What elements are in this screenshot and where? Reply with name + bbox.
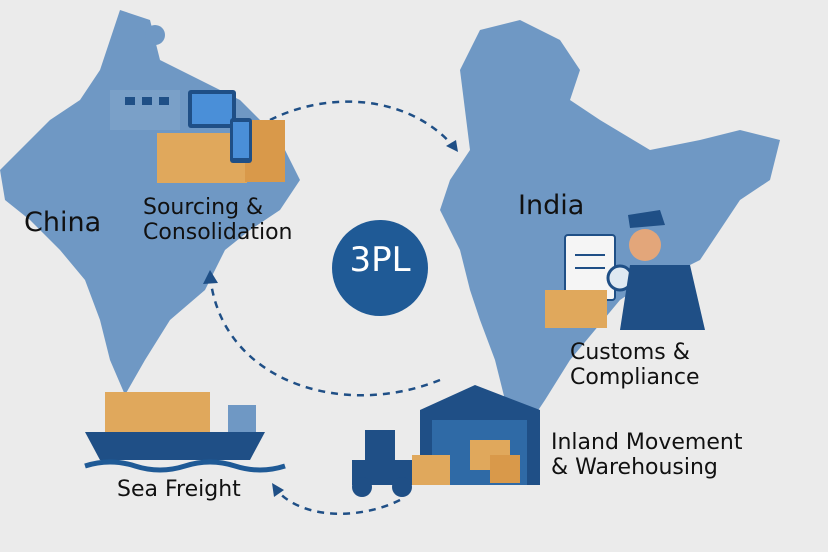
hub-circle [332,220,428,316]
arrowhead-2 [203,270,218,284]
step-inland-line2: & Warehousing [551,455,718,481]
map-right [440,20,780,430]
arrowhead-3 [272,483,284,497]
step-sourcing: Sourcing & Consolidation [143,195,293,246]
forklift-icon [352,430,450,497]
cargo-ship-icon [84,392,286,473]
arrow-warehouse-to-sea [274,487,401,515]
step-sea-freight: Sea Freight [117,477,241,502]
step-inland: Inland Movement & Warehousing [551,430,742,481]
step-inland-line1: Inland Movement [551,430,743,455]
step-sourcing-line2: Consolidation [143,220,293,246]
arrowhead-1 [446,140,458,152]
step-customs-line2: Compliance [570,365,700,391]
step-customs: Customs & Compliance [570,340,700,391]
boxes-devices-icon [157,90,285,183]
country-label-china: China [24,207,102,238]
step-customs-line1: Customs & [570,340,690,365]
step-sourcing-line1: Sourcing & [143,195,264,220]
hub-label: 3PL [349,240,411,280]
arrow-china-to-india [269,100,456,149]
customs-officer-icon [545,210,705,330]
arrow-india-to-china [208,274,441,397]
cycle-arrows [208,100,456,515]
factory-icon [108,25,180,130]
country-label-india: India [518,190,585,221]
